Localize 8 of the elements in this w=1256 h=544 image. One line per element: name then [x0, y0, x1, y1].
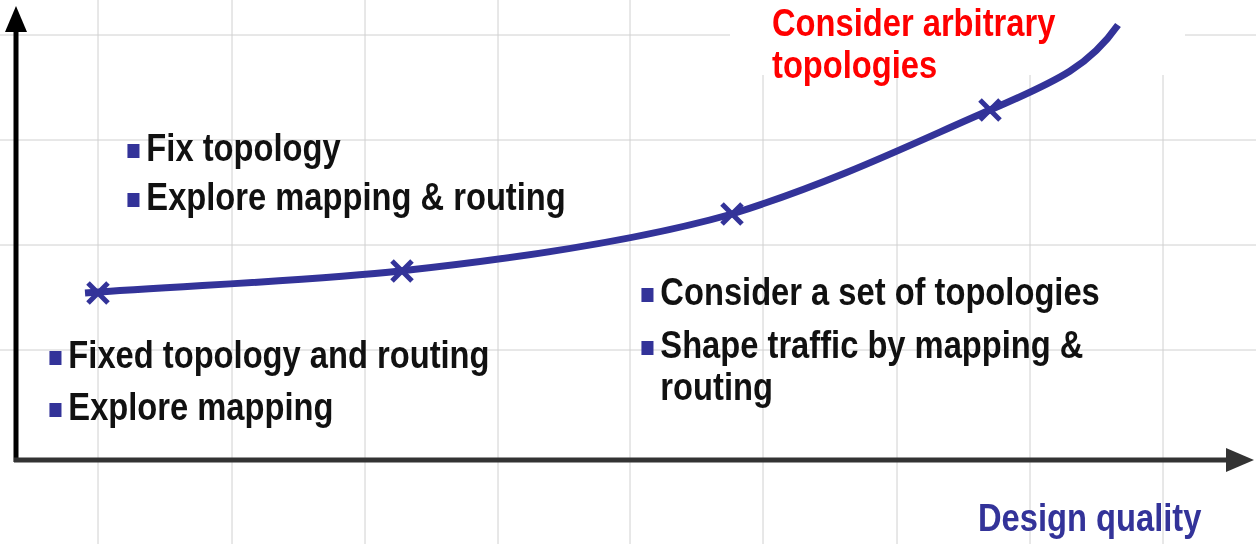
bullet-item: Consider a set of topologies	[638, 271, 1194, 313]
bullet-item: Explore mapping & routing	[124, 176, 663, 218]
annotation-text: Consider arbitrary topologies	[772, 2, 1057, 86]
bullet-item: Fix topology	[124, 127, 405, 169]
bullet-item: Fixed topology and routing	[46, 334, 585, 376]
axis-label: Design quality	[978, 497, 1203, 539]
bullet-item: Explore mapping	[46, 386, 413, 428]
bullet-item: Shape traffic by mapping & routing	[638, 324, 1160, 408]
